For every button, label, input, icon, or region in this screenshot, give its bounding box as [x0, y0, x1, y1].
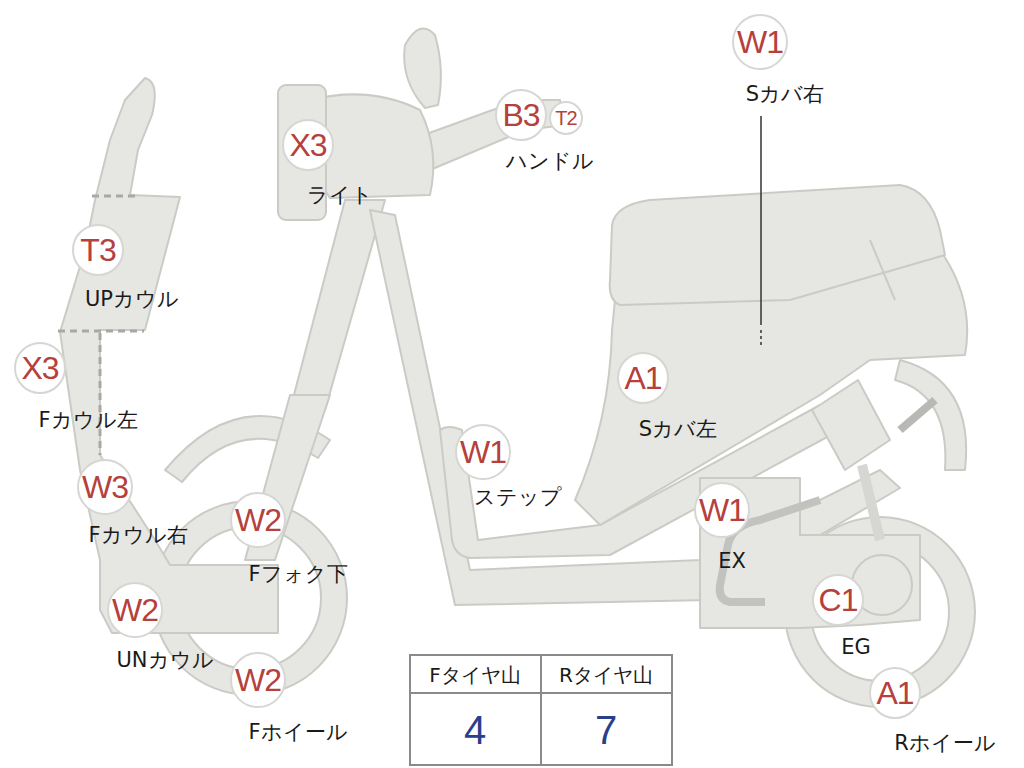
damage-code-circle: B3ハンドル	[495, 89, 547, 141]
damage-code-circle: X3Fカウル左	[14, 342, 66, 394]
part-name: Fカウル右	[88, 524, 187, 547]
seat	[610, 185, 945, 305]
damage-code: W1	[699, 494, 745, 526]
rear-fender	[895, 360, 966, 470]
table-rule	[540, 655, 542, 765]
damage-code: W2	[235, 504, 281, 536]
leader-line	[760, 330, 762, 348]
part-name: UPカウル	[85, 288, 179, 311]
table-header: Rタイヤ山	[559, 664, 653, 686]
table-header: Fタイヤ山	[429, 664, 521, 686]
steering-column	[290, 200, 385, 410]
cowl-divider	[99, 333, 102, 455]
damage-code: B3	[502, 99, 539, 131]
damage-code-circle: W1ステップ	[455, 424, 511, 480]
damage-code-circle: W2Fフォク下	[230, 492, 286, 548]
part-name: Sカバ左	[639, 418, 717, 441]
tire-table	[410, 655, 672, 765]
damage-code: W3	[82, 471, 128, 503]
damage-code-circle: W2Fホイール	[230, 652, 286, 708]
part-name: ステップ	[474, 486, 562, 509]
damage-code-circle: W2UNカウル	[107, 582, 163, 638]
part-name: EX	[718, 550, 746, 573]
damage-code-circle: A1Sカバ左	[617, 352, 669, 404]
engine	[700, 478, 920, 628]
damage-code: W2	[112, 594, 158, 626]
seat-seam	[870, 240, 895, 300]
mirror	[404, 28, 441, 108]
damage-code-circle: A1Rホイール	[869, 667, 921, 719]
rear-axle-arm	[900, 400, 935, 430]
damage-code: X3	[289, 129, 326, 161]
damage-code-circle: C1EG	[812, 574, 864, 626]
part-name: Fカウル左	[38, 409, 137, 432]
damage-code-circle: W3Fカウル右	[77, 459, 133, 515]
damage-code: A1	[876, 677, 913, 709]
damage-code-circle: T3UPカウル	[72, 224, 124, 276]
damage-code: X3	[21, 352, 58, 384]
shock-rod	[862, 465, 880, 540]
damage-code-circle: W1EX	[694, 482, 750, 538]
damage-code-circle: X3ライト	[282, 119, 334, 171]
front-cowl	[60, 78, 278, 633]
part-name: ハンドル	[506, 150, 594, 173]
cowl-divider	[92, 195, 138, 198]
part-name: EG	[841, 636, 871, 659]
rear-shock	[812, 380, 890, 470]
part-name: Rホイール	[894, 732, 996, 755]
damage-code: T2	[555, 108, 576, 128]
part-name: ライト	[307, 184, 373, 207]
damage-code-circle: W1Sカバ右	[732, 14, 788, 70]
damage-code: T3	[80, 234, 115, 266]
cowl-divider	[58, 330, 144, 333]
tire-tread-value: 4	[464, 708, 486, 752]
part-name: UNカウル	[116, 649, 213, 672]
damage-code: W1	[460, 436, 506, 468]
damage-code: W1	[737, 26, 783, 58]
damage-code: W2	[235, 664, 281, 696]
part-name: Fフォク下	[248, 563, 347, 586]
tire-tread-value: 7	[595, 708, 617, 752]
part-name: Fホイール	[248, 721, 347, 744]
part-name: Sカバ右	[746, 83, 824, 106]
damage-code: C1	[819, 584, 858, 616]
leader-line	[760, 116, 762, 325]
damage-code-circle: T2	[549, 101, 583, 135]
damage-code: A1	[624, 362, 661, 394]
